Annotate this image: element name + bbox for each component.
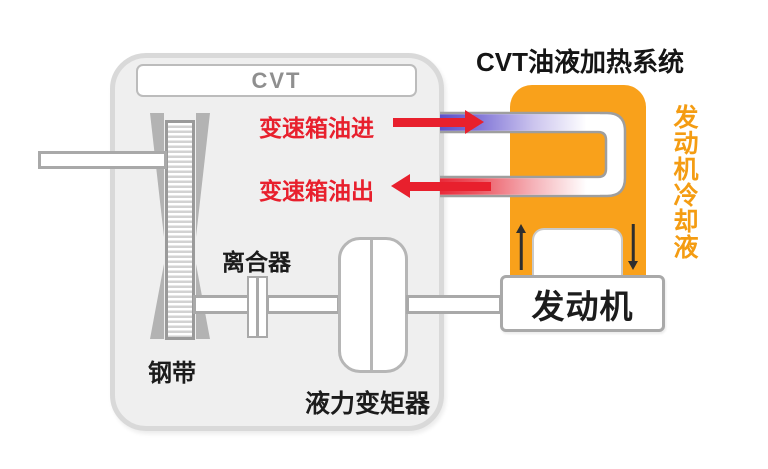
torque-converter	[338, 237, 408, 373]
converter-to-engine-shaft	[406, 295, 502, 314]
engine-box: 发动机	[500, 275, 665, 332]
oil-out-label: 变速箱油出	[259, 178, 374, 204]
coolant-down-arrow-icon	[628, 224, 638, 270]
steel-belt-label: 钢带	[148, 360, 196, 387]
coolant-up-arrow-icon	[516, 224, 526, 270]
oil-in-arrow-icon	[393, 118, 467, 127]
cvt-housing-label: CVT	[136, 64, 417, 97]
oil-in-arrowhead-icon	[465, 110, 484, 134]
heat-exchanger-cutout	[532, 228, 623, 278]
clutch-label: 离合器	[222, 249, 291, 275]
oil-out-arrowhead-icon	[391, 174, 410, 198]
input-shaft	[38, 151, 167, 169]
clutch-plate-right	[256, 276, 268, 338]
oil-out-arrow-icon	[409, 182, 491, 191]
engine-coolant-label: 发动机冷却液	[670, 104, 698, 260]
torque-converter-divider	[370, 239, 373, 371]
torque-converter-label: 液力变矩器	[305, 390, 431, 418]
diagram-title: CVT油液加热系统	[475, 47, 684, 77]
clutch-to-converter-shaft	[266, 295, 340, 314]
engine-label: 发动机	[531, 287, 634, 325]
oil-in-label: 变速箱油进	[259, 115, 374, 141]
belt-to-clutch-shaft	[193, 295, 250, 314]
steel-belt	[165, 120, 195, 340]
